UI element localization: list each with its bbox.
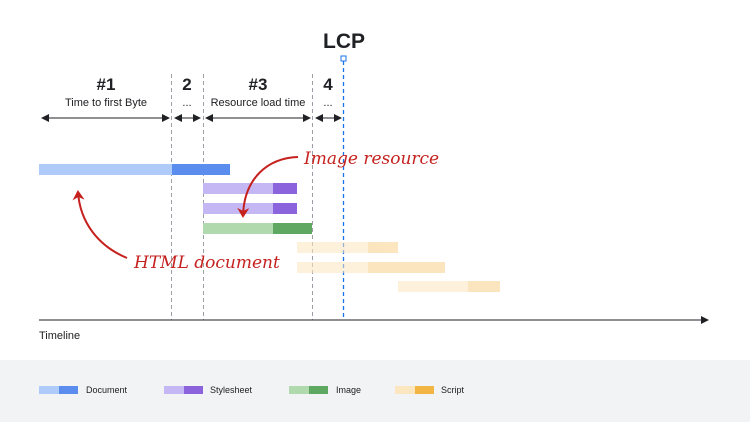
legend-swatch [39, 386, 59, 394]
lcp-label: LCP [323, 30, 365, 53]
stylesheet-bar-wait [203, 203, 273, 214]
legend: Document Stylesheet Image Script [39, 385, 465, 395]
script-bar-download [368, 242, 398, 253]
legend-swatch [309, 386, 328, 394]
script-bars [297, 242, 500, 292]
legend-swatch [395, 386, 415, 394]
segment-number: 2 [182, 75, 191, 94]
legend-label: Image [336, 385, 361, 395]
script-bar-wait [297, 262, 368, 273]
document-bar-download [172, 164, 230, 175]
lcp-marker-cap [340, 55, 347, 62]
legend-band [0, 360, 750, 422]
script-bar-wait [398, 281, 468, 292]
segment-number: #1 [97, 75, 116, 94]
html-document-annotation: HTML document [133, 253, 280, 273]
legend-swatch [164, 386, 184, 394]
legend-label: Document [86, 385, 128, 395]
script-bar-download [368, 262, 445, 273]
legend-swatch [59, 386, 78, 394]
legend-item-script: Script [395, 385, 465, 395]
segment-label: ... [182, 97, 191, 109]
document-bar-wait [39, 164, 172, 175]
segment-number: #3 [249, 75, 268, 94]
image-bar-wait [203, 223, 273, 234]
html-annotation-arrow [72, 190, 128, 259]
image-resource-annotation: Image resource [303, 149, 439, 169]
stylesheet-bar-download [273, 183, 297, 194]
segment-label: Time to first Byte [65, 97, 147, 109]
legend-item-stylesheet: Stylesheet [164, 385, 253, 395]
script-bar-wait [297, 242, 368, 253]
legend-item-image: Image [289, 385, 361, 395]
stylesheet-bar-download [273, 203, 297, 214]
legend-swatch [415, 386, 434, 394]
legend-swatch [184, 386, 203, 394]
legend-item-document: Document [39, 385, 128, 395]
script-bar-download [468, 281, 500, 292]
image-bar-download [273, 223, 312, 234]
segment-number: 4 [323, 75, 333, 94]
segment-label: Resource load time [211, 97, 306, 109]
legend-swatch [289, 386, 309, 394]
legend-label: Stylesheet [210, 385, 253, 395]
stylesheet-bar-wait [203, 183, 273, 194]
timeline-label: Timeline [39, 330, 80, 342]
legend-label: Script [441, 385, 465, 395]
segment-label: ... [323, 97, 332, 109]
image-annotation-arrow [237, 156, 299, 218]
